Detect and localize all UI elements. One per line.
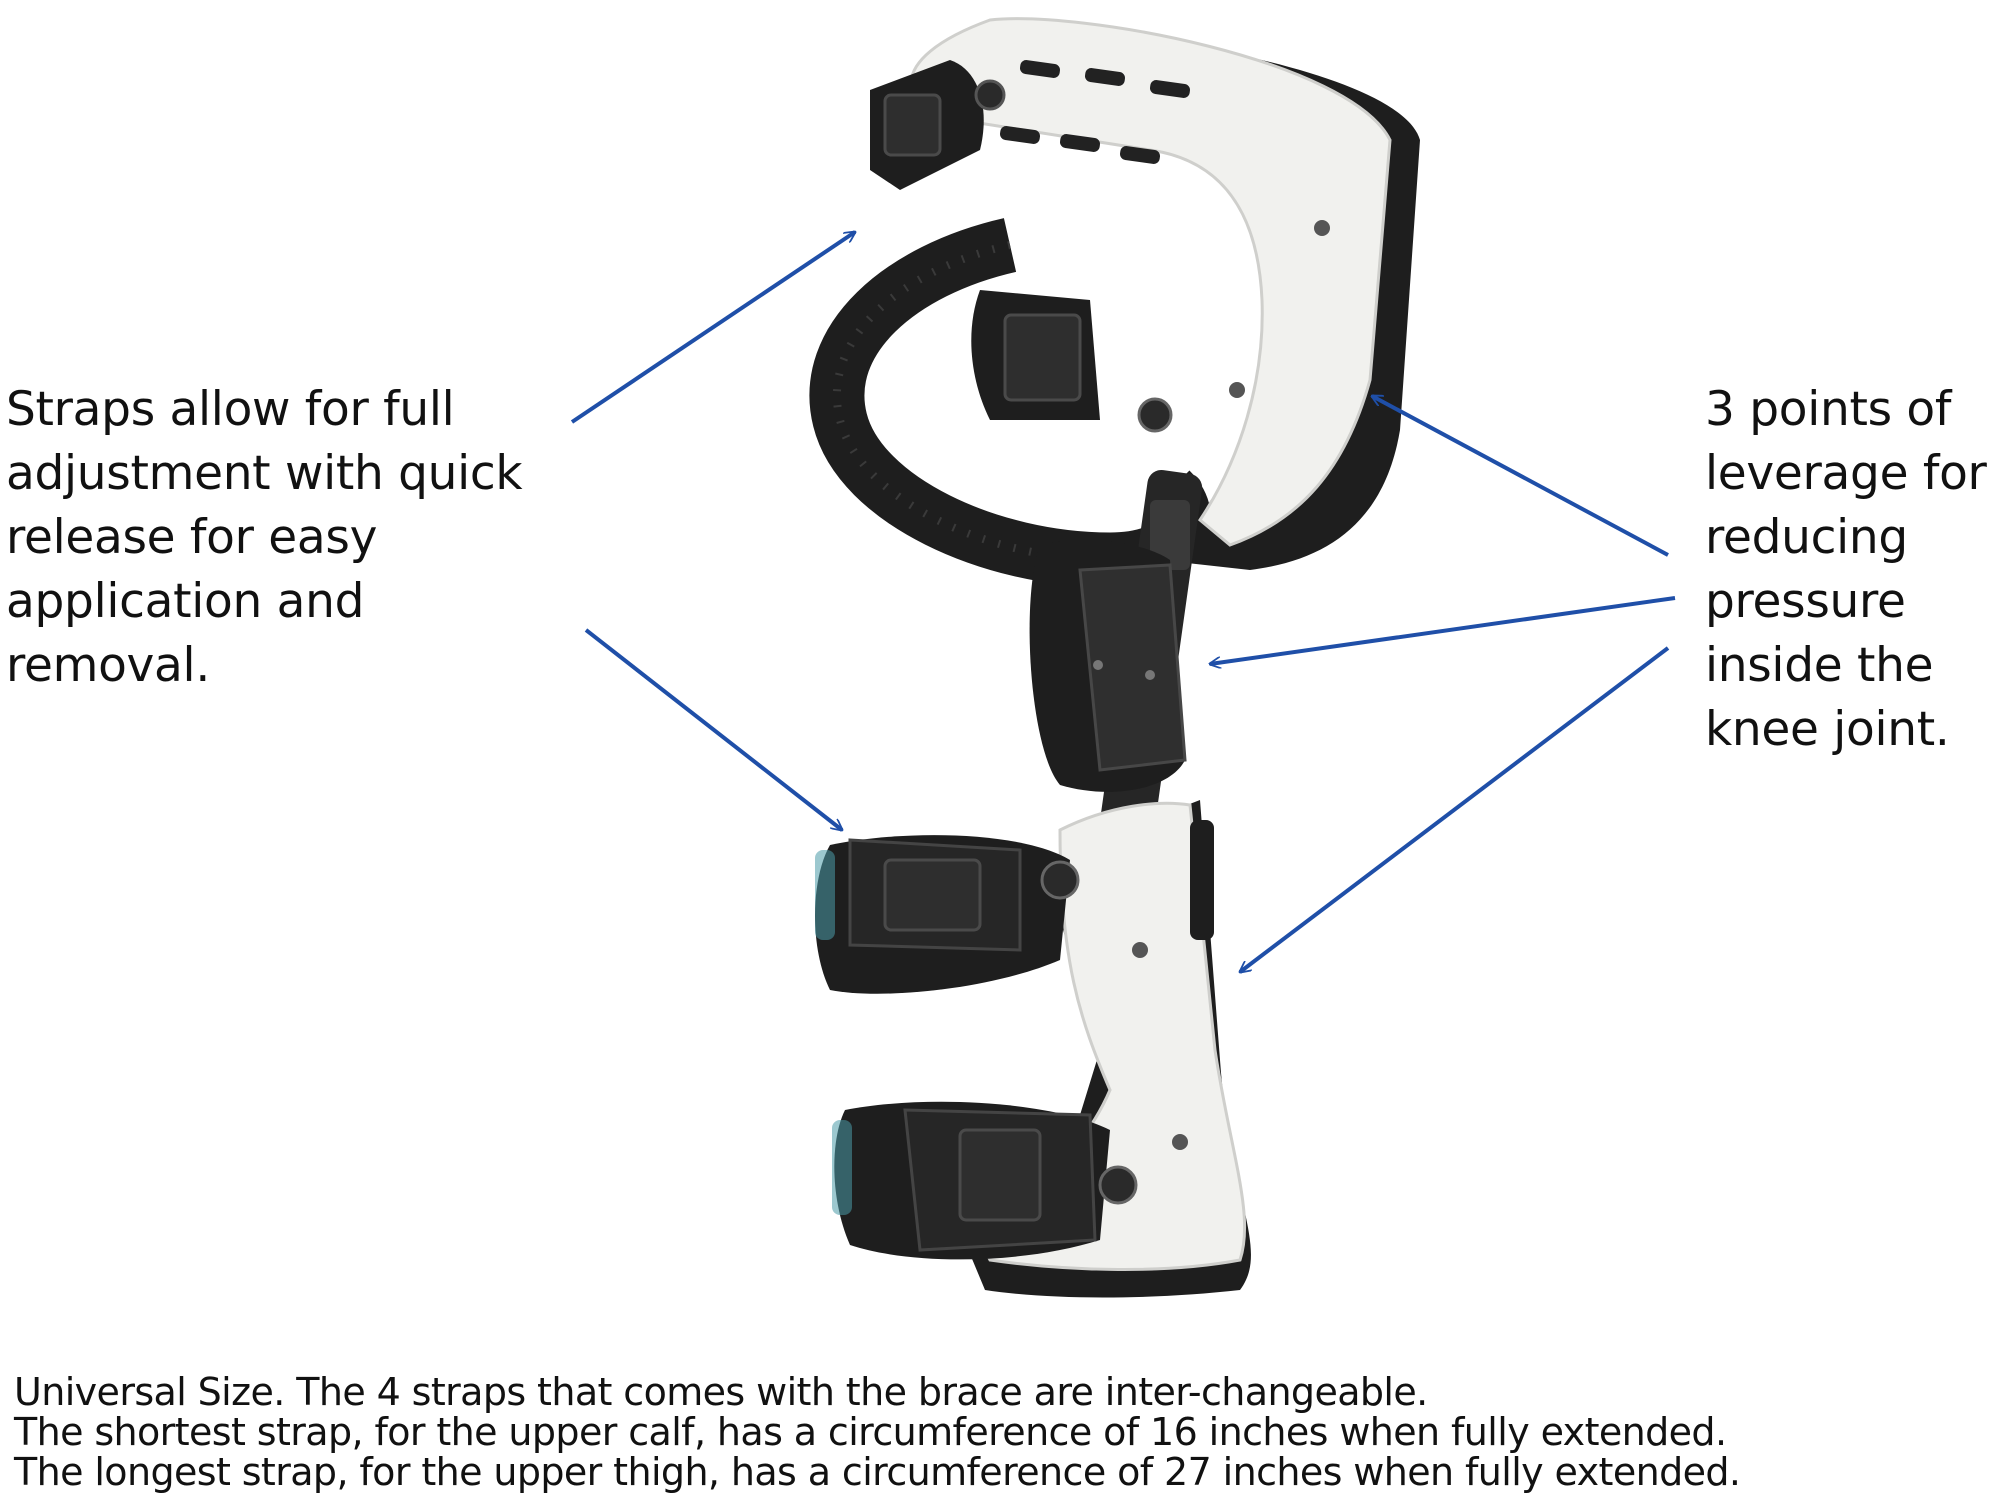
arrow-to-calf-strap [584,628,842,830]
right-callout-text: 3 points of leverage for reducing pressu… [1705,378,1987,762]
upper-shell [909,17,1420,570]
arrow-to-lower-shell [1240,646,1670,972]
right-callout-line: reducing [1705,510,1908,565]
right-callout-line: inside the [1705,638,1934,693]
callout-arrows [570,232,1676,972]
left-callout-line: release for easy [6,510,378,565]
left-callout-line: adjustment with quick [6,446,523,501]
right-callout-line: leverage for [1705,446,1987,501]
size-info-footer: Universal Size. The 4 straps that comes … [14,1370,1741,1494]
arrow-to-top-strap [570,232,855,424]
right-callout-line: pressure [1705,574,1906,629]
left-callout-text: Straps allow for full adjustment with qu… [6,378,523,698]
footer-line: The longest strap, for the upper thigh, … [14,1450,1741,1494]
left-callout-line: Straps allow for full [6,382,455,437]
arrow-to-knee-pad [1210,596,1676,664]
footer-line: Universal Size. The 4 straps that comes … [14,1370,1428,1414]
lower-shell [960,800,1251,1298]
knee-condyle-pad [1029,540,1187,792]
thigh-strap-buckle [971,290,1173,433]
right-callout-line: knee joint. [1705,702,1950,757]
lower-calf-strap [832,1101,1138,1260]
footer-line: The shortest strap, for the upper calf, … [14,1410,1727,1454]
right-callout-line: 3 points of [1705,382,1952,437]
left-callout-line: application and [6,574,365,629]
left-callout-line: removal. [6,638,210,693]
upper-calf-strap [815,835,1080,994]
top-strap-buckle [870,60,1006,190]
arrow-to-thigh-shell [1372,394,1669,557]
